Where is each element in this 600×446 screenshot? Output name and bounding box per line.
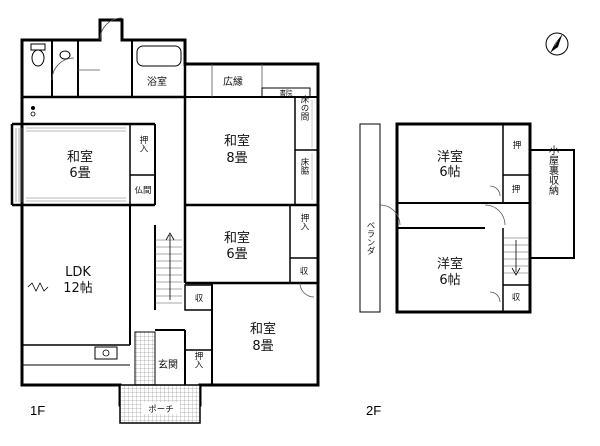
label-oshiire-c: 押入	[193, 351, 203, 369]
label-veranda: ベランダ	[365, 221, 375, 255]
label-washitsu-8a-size: 8畳	[226, 151, 247, 166]
label-ldk-size: 12帖	[63, 281, 93, 296]
floor-2: ベランダ 洋室 6帖 押 押 洋室 6帖 収	[359, 122, 575, 418]
washitsu-6-left: 和室 6畳 押入 仏間	[10, 122, 156, 207]
label-tokonoma: 床の間	[299, 95, 309, 122]
label-youshitsu-b-size: 6帖	[439, 273, 460, 288]
kitchen-line-icon	[27, 282, 49, 292]
toilet-area	[22, 17, 185, 117]
label-washitsu-8b-name: 和室	[250, 321, 276, 337]
stair-arrow-2f-icon	[511, 240, 521, 276]
genkan-entrance: 玄関 押入	[134, 329, 212, 386]
label-oshiire-a: 押入	[138, 135, 148, 153]
attic-storage	[529, 149, 575, 259]
label-koyaura: 小屋裏収納	[547, 145, 559, 196]
outer-wall-2f	[395, 122, 532, 314]
hiroen-corridor: 広縁	[183, 64, 318, 205]
label-washitsu-8a-name: 和室	[224, 133, 250, 149]
label-shu-c: 収	[512, 292, 521, 303]
stairs-1f	[154, 225, 182, 310]
stair-arrow-icon	[165, 232, 175, 300]
label-shoin: 書院	[280, 88, 294, 97]
label-youshitsu-a-size: 6帖	[439, 165, 460, 180]
label-hiroen: 広縁	[223, 75, 243, 88]
label-shu-a: 収	[300, 266, 309, 277]
label-shu-b: 収	[195, 293, 204, 304]
label-washitsu-6b-name: 和室	[224, 230, 250, 246]
label-washitsu-6b-size: 6畳	[226, 247, 247, 262]
floor-label-1f: 1F	[30, 403, 45, 418]
label-washitsu-8b-size: 8畳	[252, 339, 273, 354]
label-washitsu-6a-name: 和室	[67, 149, 93, 165]
washitsu-6-middle: 和室 6畳 押入 収	[183, 205, 318, 285]
label-tokowaki: 床脇	[299, 157, 309, 176]
label-porch: ポーチ	[148, 405, 174, 415]
veranda-outline	[359, 123, 381, 313]
porch: ポーチ	[119, 384, 201, 424]
label-genkan: 玄関	[158, 358, 178, 371]
bath-room: 浴室	[131, 40, 182, 97]
bathtub-icon	[136, 45, 182, 67]
label-butsuma: 仏間	[134, 186, 151, 196]
kitchen-sink-icon	[94, 346, 118, 360]
label-youshitsu-b-name: 洋室	[437, 256, 463, 272]
label-youshitsu-a-name: 洋室	[437, 149, 463, 165]
floor-1: 浴室 広縁 書院 床の間 床脇	[10, 17, 320, 424]
toilet-icon	[31, 49, 45, 67]
north-arrow-icon	[545, 32, 569, 56]
label-oshiire-d: 押	[511, 140, 521, 150]
washitsu-8-upper: 和室 8畳	[185, 133, 318, 207]
label-ldk-name: LDK	[65, 265, 91, 280]
label-washitsu-6a-size: 6畳	[69, 166, 90, 181]
ldk-room: LDK 12帖	[20, 205, 131, 385]
label-oshiire-e: 押	[512, 184, 521, 195]
sink-icon	[59, 50, 71, 60]
label-bath: 浴室	[147, 75, 167, 88]
floor-label-2f: 2F	[366, 403, 381, 418]
tokonoma-area: 書院 床の間 床脇	[261, 87, 318, 205]
storage-shu-b: 収	[184, 284, 213, 311]
washitsu-8-lower: 和室 8畳	[211, 282, 315, 386]
label-oshiire-b: 押入	[299, 213, 309, 231]
